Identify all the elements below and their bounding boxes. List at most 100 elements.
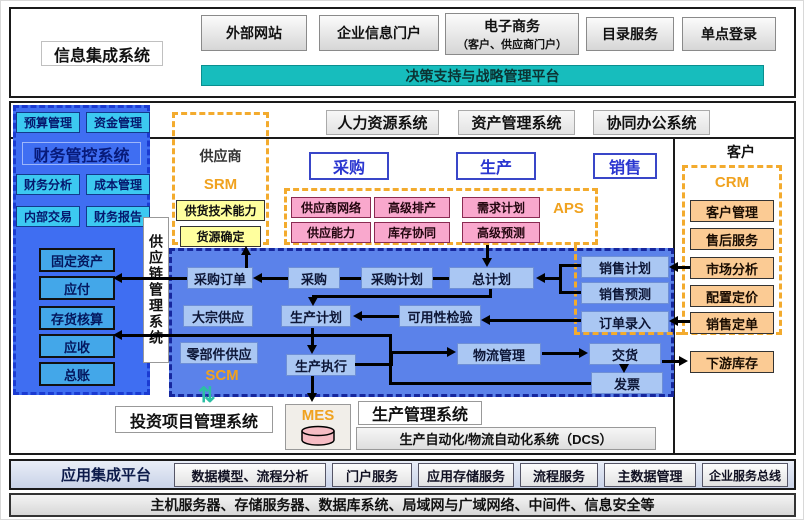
arrow-logistics-to-delivery-head <box>579 348 588 358</box>
infrastructure-bar: 主机服务器、存储服务器、数据库系统、局域网与广域网络、中间件、信息安全等 <box>9 493 796 517</box>
arrow-salesorder-to-entry-line <box>678 320 690 323</box>
arrow-exec-to-logistics-h2 <box>393 351 447 354</box>
config-pricing-box: 配置定价 <box>690 285 774 307</box>
info-integration-title: 信息集成系统 <box>41 41 163 66</box>
aps-crm-connector-h <box>574 332 682 335</box>
arrow-invoice-to-receivables-head <box>113 330 122 340</box>
aftersales-box: 售后服务 <box>690 228 774 250</box>
arrow-aps-to-master-head <box>482 258 492 267</box>
payables-box: 应付 <box>39 276 115 300</box>
arrow-salesorder-to-entry-head <box>669 316 678 326</box>
crm-tag: CRM <box>714 173 750 191</box>
aps-crm-connector-v <box>574 245 577 333</box>
parts-supply-box: 零部件供应 <box>180 342 258 364</box>
sales-plan-box: 销售计划 <box>581 256 669 278</box>
order-entry-box: 订单录入 <box>581 311 669 333</box>
arrow-exec-to-logistics-head <box>447 347 456 357</box>
arrow-sales-to-master-line <box>545 277 561 280</box>
scm-investment-link-arrow: ⇅ <box>198 384 216 407</box>
arrow-exec-to-mes-head <box>307 393 317 402</box>
supplier-title: 供应商 <box>199 148 242 164</box>
arrow-orderentry-to-avail-line <box>490 319 581 322</box>
demand-plan-box: 需求计划 <box>462 197 540 218</box>
master-data-mgmt-box: 主数据管理 <box>604 463 696 487</box>
arrow-master-to-prodplan-h <box>312 295 491 298</box>
dcs-bar: 生产自动化/物流自动化系统（DCS） <box>356 427 656 450</box>
finance-analysis-box: 财务分析 <box>16 174 80 195</box>
sales-forecast-box: 销售预测 <box>581 282 669 304</box>
receivables-box: 应收 <box>39 334 115 358</box>
arrow-exec-to-mes-line <box>311 376 314 394</box>
inventory-collab-box: 库存协同 <box>374 222 450 243</box>
arrow-exec-to-logistics-h1 <box>355 363 393 366</box>
line-plan-to-master <box>433 277 449 280</box>
arrow-market-to-salesplan-head <box>669 262 678 272</box>
sales-header: 销售 <box>593 153 657 179</box>
aps-dashed-frame <box>284 188 598 245</box>
arrow-order-to-payables-line <box>121 277 187 280</box>
investment-project-label: 投资项目管理系统 <box>115 406 273 433</box>
esb-box: 企业服务总线 <box>702 463 788 487</box>
arrow-sales-to-master-head <box>536 273 545 283</box>
downstream-inventory-box: 下游库存 <box>690 351 774 373</box>
supplier-network-box: 供应商网络 <box>291 197 371 218</box>
arrow-delivery-to-downstream-head <box>679 356 688 366</box>
ecommerce-box: 电子商务 （客户、供应商门户） <box>445 13 579 55</box>
arrow-prodplan-to-exec-head <box>307 345 317 354</box>
scm-vertical-label: 供应链管理系统 <box>143 217 169 363</box>
mes-tag: MES <box>301 407 335 424</box>
arrow-order-to-sourcing-line <box>245 254 248 268</box>
external-website-box: 外部网站 <box>201 15 307 51</box>
sourcing-box: 货源确定 <box>180 226 261 247</box>
arrow-master-to-prodplan-head <box>308 297 318 306</box>
arrow-logistics-to-delivery-line <box>542 352 580 355</box>
bracket-sales-top <box>562 264 581 267</box>
arrow-order-to-payables-head <box>113 273 122 283</box>
purchase-plan-box: 采购计划 <box>361 267 433 289</box>
srm-tag: SRM <box>203 175 238 193</box>
logistics-box: 物流管理 <box>457 343 541 365</box>
arrow-delivery-to-invoice-head <box>619 364 629 373</box>
arrow-order-to-sourcing-head <box>241 246 251 255</box>
supply-capability-box: 供货技术能力 <box>176 200 265 221</box>
scm-tag: SCM <box>205 366 239 384</box>
mes-box: MES <box>285 404 351 450</box>
finance-report-box: 财务报告 <box>86 206 150 227</box>
arrow-invoice-to-receivables-v <box>389 334 392 385</box>
availability-check-box: 可用性检验 <box>399 305 481 327</box>
arrow-invoice-to-receivables-h2 <box>121 334 391 337</box>
finance-control-title: 财务管控系统 <box>22 142 141 165</box>
production-header: 生产 <box>456 152 536 180</box>
budget-mgmt-box: 预算管理 <box>16 112 80 133</box>
advanced-forecast-box: 高级预测 <box>462 222 540 243</box>
single-signon-box: 单点登录 <box>682 17 776 51</box>
enterprise-portal-box: 企业信息门户 <box>319 15 439 51</box>
arrow-prodplan-to-exec-line <box>311 328 314 346</box>
ecommerce-line2: （客户、供应商门户） <box>457 39 567 51</box>
line-purchase-to-plan <box>340 277 361 280</box>
header-strip-divider <box>9 137 796 139</box>
sales-order-box: 销售定单 <box>690 312 774 334</box>
directory-service-box: 目录服务 <box>586 17 674 51</box>
purchase-order-box: 采购订单 <box>187 267 253 289</box>
advanced-scheduling-box: 高级排产 <box>374 197 450 218</box>
arrow-master-to-prodplan-v1 <box>489 289 492 298</box>
internal-trade-box: 内部交易 <box>16 206 80 227</box>
customer-column-divider <box>673 138 675 455</box>
arrow-purchase-to-order-line <box>262 277 288 280</box>
inventory-accounting-box: 存货核算 <box>39 306 115 330</box>
general-ledger-box: 总账 <box>39 362 115 386</box>
production-exec-box: 生产执行 <box>286 354 356 376</box>
database-cylinder-icon <box>298 425 338 452</box>
purchase-header: 采购 <box>309 152 389 180</box>
cost-mgmt-box: 成本管理 <box>86 174 150 195</box>
arrow-delivery-to-downstream-line <box>662 360 680 363</box>
portal-service-box: 门户服务 <box>332 463 412 487</box>
arrow-avail-to-prodplan-line <box>362 315 399 318</box>
bracket-sales-bottom <box>562 291 581 294</box>
arrow-orderentry-to-avail-head <box>481 315 490 325</box>
invoice-box: 发票 <box>591 372 663 394</box>
master-plan-box: 总计划 <box>449 267 534 289</box>
process-service-box: 流程服务 <box>520 463 598 487</box>
aps-tag: APS <box>553 199 584 217</box>
